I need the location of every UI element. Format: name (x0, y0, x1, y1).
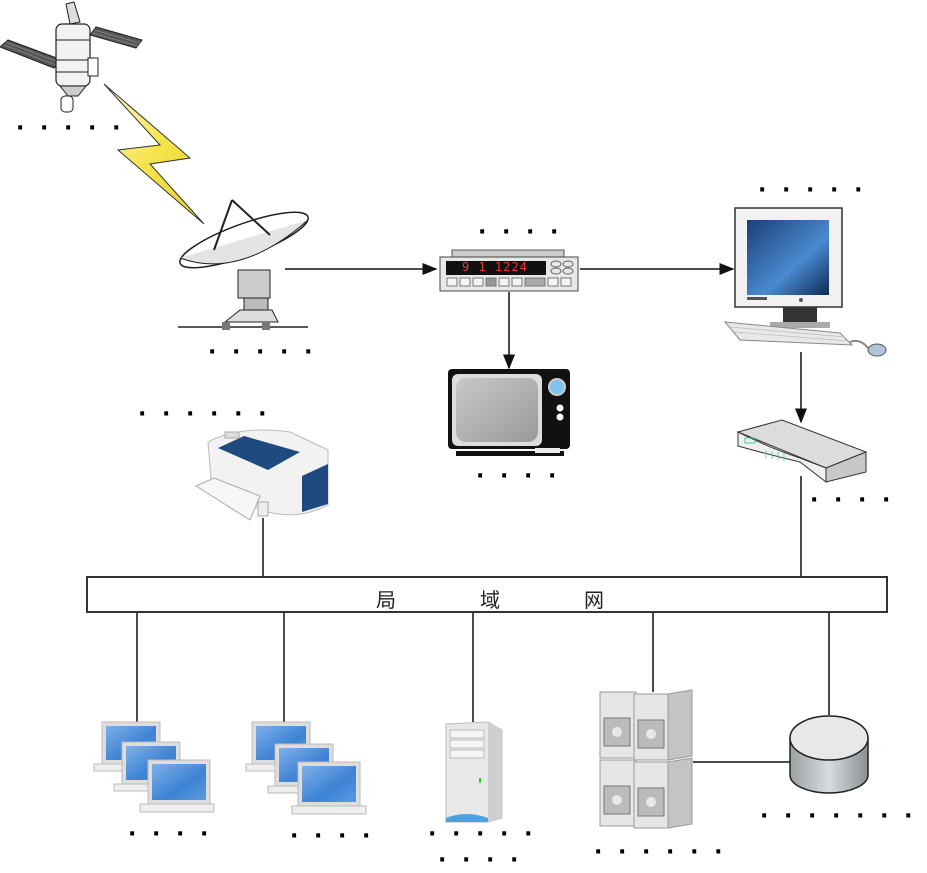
dish-label: · · · · · (208, 340, 317, 365)
receiver-display: 9 1 1224 (462, 260, 528, 274)
satellite-icon (0, 1, 143, 113)
storage-label: · · · · · · · (760, 804, 917, 829)
modem-icon (736, 419, 868, 484)
printer-label: · · · · · · (138, 402, 271, 427)
receiver-icon (439, 249, 579, 292)
satellite-dish-icon (178, 199, 309, 330)
desktop-computer-icon (723, 207, 887, 357)
lan-label-char-3: 网 (584, 588, 604, 612)
laptops2-label: · · · · (290, 824, 375, 849)
lan-bus: 局 域 网 (86, 576, 888, 613)
tower-label-2: · · · · (438, 848, 523, 873)
laptops1-label: · · · · (128, 822, 213, 847)
lightning-bolt-icon (103, 83, 205, 225)
laptop-group-1-icon (93, 721, 215, 813)
receiver-label: · · · · (478, 220, 563, 245)
servers-label: · · · · · · (594, 840, 727, 865)
storage-database-icon (789, 715, 869, 794)
lan-label-char-1: 局 (376, 588, 396, 612)
printer-icon (194, 429, 329, 521)
lan-label-char-2: 域 (480, 588, 500, 612)
tower-label-1: · · · · · (428, 822, 537, 847)
laptop-group-2-icon (245, 721, 367, 815)
server-rack-icon (599, 689, 693, 829)
modem-label: · · · · (810, 488, 895, 513)
satellite-label: · · · · · (16, 116, 125, 141)
television-icon (448, 369, 570, 456)
tv-label: · · · · (476, 464, 561, 489)
monitor-label: · · · · · (758, 178, 867, 203)
tower-pc-icon (445, 721, 503, 823)
